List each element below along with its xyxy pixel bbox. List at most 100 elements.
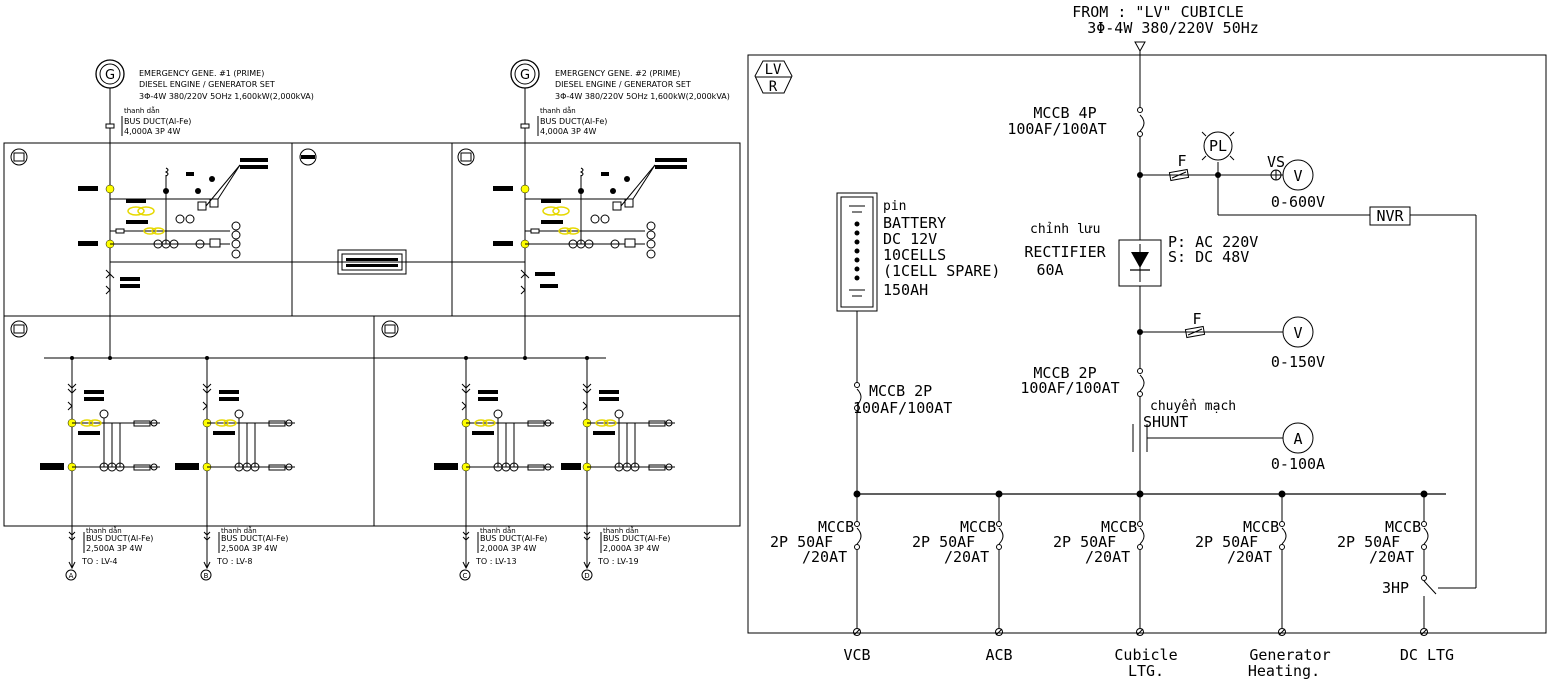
branch-generator-heating: MCCB 2P 50AF /20AT Generator Heating. <box>1195 494 1331 680</box>
output-destination: TO : LV-8 <box>216 557 253 566</box>
generator-2: G EMERGENCY GENE. #2 (PRIME) DIESEL ENGI… <box>510 59 730 358</box>
voltmeter-icon <box>1282 316 1314 348</box>
output-tag: D <box>584 572 589 580</box>
right-panel-frame <box>747 54 1547 634</box>
fuse-label: F <box>1192 310 1201 328</box>
generator-1-breaker-section <box>78 158 525 295</box>
bus-duct-note: thanh dẫn <box>540 106 576 115</box>
bus-duct-rating: 2,500A 3P 4W <box>86 544 142 553</box>
battery-voltage: DC 12V <box>883 230 937 248</box>
mccb-battery-rating: 100AF/100AT <box>853 399 952 417</box>
bus-tie-box <box>337 249 407 275</box>
bus-duct-note: thanh dẫn <box>86 526 122 535</box>
source-rating: 3Φ-4W 380/220V 50Hz <box>1087 19 1259 37</box>
battery-note: pin <box>883 199 906 214</box>
section-marker-icon <box>10 148 475 338</box>
output-a-labels: thanh dẫn BUS DUCT(Al-Fe) 2,500A 3P 4W T… <box>65 526 153 581</box>
feeder-b <box>175 358 295 570</box>
voltmeter-icon <box>1282 159 1314 191</box>
left-panel-frame <box>3 142 741 527</box>
generator-1: G EMERGENCY GENE. #1 (PRIME) DIESEL ENGI… <box>95 59 314 358</box>
mccb-battery-label: MCCB 2P <box>869 382 932 400</box>
output-destination: TO : LV-19 <box>597 557 639 566</box>
fuse-icon <box>1184 325 1206 339</box>
branch-rating: 2P 50AF <box>1053 533 1116 551</box>
bus-duct-rating: 2,500A 3P 4W <box>221 544 277 553</box>
bus-duct-type: BUS DUCT(Al-Fe) <box>480 534 547 543</box>
branch-trip: /20AT <box>802 548 847 566</box>
generator-symbol: G <box>105 68 115 83</box>
rectifier-secondary: S: DC 48V <box>1168 248 1249 266</box>
nvr-relay <box>1369 206 1411 226</box>
branch-cubicle-ltg: MCCB 2P 50AF /20AT Cubicle LTG. <box>1053 494 1178 680</box>
mccb-dc-label: MCCB 2P <box>1033 364 1096 382</box>
generator-type: DIESEL ENGINE / GENERATOR SET <box>139 80 275 89</box>
branch-vcb: MCCB 2P 50AF /20AT VCB <box>770 494 871 664</box>
source-label: FROM : "LV" CUBICLE <box>1072 3 1244 21</box>
branch-output: Generator <box>1249 646 1330 664</box>
feeder-a <box>40 358 160 570</box>
battery-cells <box>849 205 865 297</box>
bus-duct-note: thanh dẫn <box>603 526 639 535</box>
fuse-label: F <box>1177 152 1186 170</box>
bus-duct-note: thanh dẫn <box>221 526 257 535</box>
generator-panel-diagram: G EMERGENCY GENE. #1 (PRIME) DIESEL ENGI… <box>3 59 741 581</box>
branch-mccb: MCCB <box>1385 518 1421 536</box>
generator-symbol: G <box>520 68 530 83</box>
voltmeter-range: 0-150V <box>1271 353 1325 371</box>
rectifier-note: chỉnh lưu <box>1030 222 1100 237</box>
branch-output: Cubicle <box>1114 646 1177 664</box>
output-destination: TO : LV-13 <box>475 557 517 566</box>
voltmeter-range: 0-600V <box>1271 193 1325 211</box>
branch-rating: 2P 50AF <box>1195 533 1258 551</box>
bus-duct-type: BUS DUCT(Al-Fe) <box>540 117 607 126</box>
feeder-d <box>561 358 675 570</box>
svg-text:V: V <box>1293 324 1302 342</box>
output-tag: B <box>204 572 209 580</box>
battery-capacity: 150AH <box>883 281 928 299</box>
branch-trip: /20AT <box>1369 548 1414 566</box>
contactor-switch-icon <box>1423 580 1437 595</box>
bus-duct-type: BUS DUCT(Al-Fe) <box>86 534 153 543</box>
bus-duct-type: BUS DUCT(Al-Fe) <box>603 534 670 543</box>
output-b-labels: thanh dẫn BUS DUCT(Al-Fe) 2,500A 3P 4W T… <box>200 526 288 581</box>
bus-duct-type: BUS DUCT(Al-Fe) <box>221 534 288 543</box>
branch-dc-ltg: MCCB 2P 50AF /20AT 3HP DC LTG <box>1337 494 1454 664</box>
svg-text:V: V <box>1293 167 1302 185</box>
ammeter-icon <box>1282 422 1314 454</box>
branch-output: VCB <box>843 646 870 664</box>
branch-rating: 2P 50AF <box>770 533 833 551</box>
branch-rating: 2P 50AF <box>912 533 975 551</box>
output-tag: C <box>463 572 468 580</box>
branch-mccb: MCCB <box>818 518 854 536</box>
branch-mccb: MCCB <box>1101 518 1137 536</box>
mccb-dc-symbol <box>1139 374 1145 392</box>
generator-title: EMERGENCY GENE. #1 (PRIME) <box>139 69 264 78</box>
bus-duct-type: BUS DUCT(Al-Fe) <box>124 117 191 126</box>
rectifier-primary: P: AC 220V <box>1168 233 1258 251</box>
battery-cells-count: 10CELLS <box>883 246 946 264</box>
shunt-note: chuyển mạch <box>1150 399 1236 414</box>
generator-type: DIESEL ENGINE / GENERATOR SET <box>555 80 691 89</box>
output-destination: TO : LV-4 <box>81 557 118 566</box>
branch-output: ACB <box>985 646 1012 664</box>
mccb-main-label: MCCB 4P <box>1033 104 1096 122</box>
bus-duct-note: thanh dẫn <box>124 106 160 115</box>
generator-2-breaker-section <box>493 158 687 295</box>
mccb-dc-rating: 100AF/100AT <box>1020 379 1119 397</box>
output-d-labels: thanh dẫn BUS DUCT(Al-Fe) 2,000A 3P 4W T… <box>581 526 670 581</box>
branch-mccb: MCCB <box>960 518 996 536</box>
panel-tag: LV R <box>754 60 793 95</box>
branch-trip: /20AT <box>1085 548 1130 566</box>
bus-duct-note: thanh dẫn <box>480 526 516 535</box>
fuse-icon <box>1168 168 1190 182</box>
svg-text:LV: LV <box>765 62 782 78</box>
branch-rating: 2P 50AF <box>1337 533 1400 551</box>
branch-output: DC LTG <box>1400 646 1454 664</box>
rectifier-label: RECTIFIER <box>1024 243 1106 261</box>
svg-text:A: A <box>1293 430 1302 448</box>
branch-trip: /20AT <box>944 548 989 566</box>
branch-output-sub: Heating. <box>1248 662 1320 680</box>
shunt-label: SHUNT <box>1143 413 1188 431</box>
